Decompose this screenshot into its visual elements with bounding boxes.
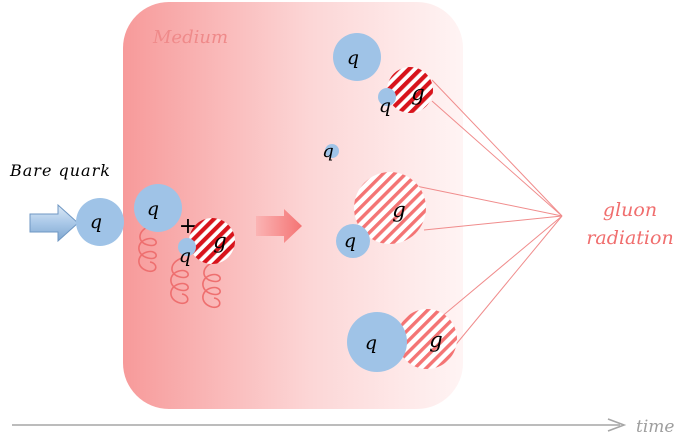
time-label: time — [636, 417, 674, 437]
gluon-spring-1 — [138, 225, 157, 273]
medium-quark-small-symbol: q — [179, 245, 191, 267]
final-quark-tiny-symbol: q — [322, 141, 334, 162]
final-quark-top — [333, 33, 381, 81]
final-gluon-middle-symbol: g — [392, 198, 405, 222]
time-axis-arrowhead — [607, 418, 627, 432]
gluon-spring-2 — [170, 257, 189, 305]
final-quark-top-small-symbol: q — [379, 95, 391, 117]
medium-quark-large — [134, 184, 182, 232]
final-gluon-bottom-symbol: g — [429, 328, 442, 352]
medium-gluon — [189, 218, 235, 264]
gluon-radiation-label-line2: radiation — [586, 227, 673, 249]
final-quark-middle — [336, 224, 370, 258]
gluon-spring-3 — [202, 261, 221, 309]
bare-quark-symbol: q — [90, 211, 102, 233]
medium-quark-large-symbol: q — [147, 198, 159, 220]
final-quark-bottom — [347, 312, 407, 372]
medium-region — [123, 2, 463, 409]
incoming-arrow — [29, 203, 79, 243]
gluon-radiation-lines — [415, 79, 563, 349]
medium-quark-small — [178, 238, 196, 256]
final-gluon-top — [387, 67, 433, 113]
final-gluon-bottom — [397, 309, 457, 369]
final-quark-bottom-symbol: q — [365, 332, 377, 354]
final-gluon-middle — [354, 172, 426, 244]
final-quark-top-symbol: q — [347, 47, 359, 69]
bare-quark — [76, 198, 124, 246]
final-quark-tiny — [325, 144, 339, 158]
final-quark-top-small — [378, 88, 396, 106]
gluon-radiation-label-line1: gluon — [603, 199, 657, 221]
final-quark-middle-symbol: q — [344, 230, 356, 252]
bare-quark-label: Bare quark — [9, 161, 111, 180]
transition-arrow — [256, 209, 302, 243]
medium-gluon-symbol: g — [213, 229, 226, 253]
medium-label: Medium — [152, 27, 228, 48]
final-gluon-top-symbol: g — [411, 81, 424, 105]
